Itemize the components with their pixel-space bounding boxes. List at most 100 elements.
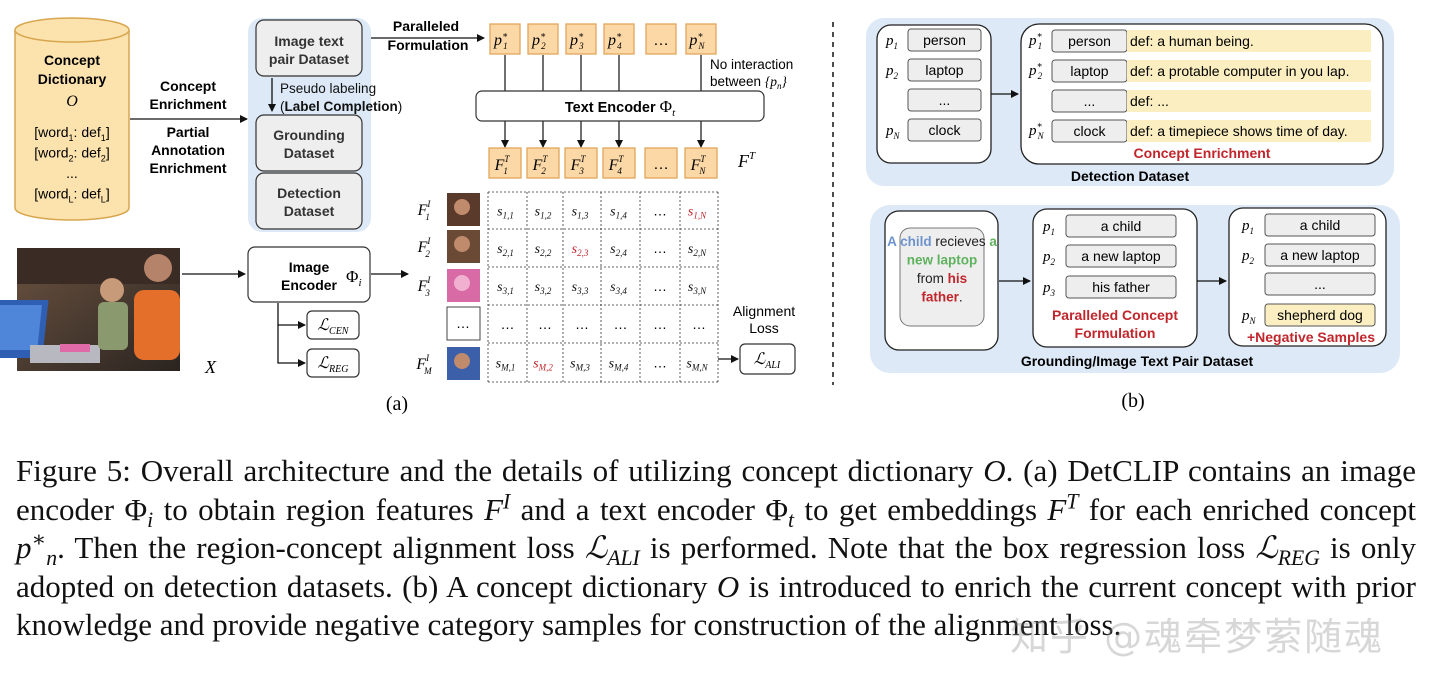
matrix-cell: s2,2 [535,242,552,258]
prompt-label: p∗4 [607,30,622,51]
matrix-cell: s1,4 [610,205,627,221]
x-label: X [204,357,217,377]
loss-cen-box: ℒCEN [306,310,360,340]
concept-pill-label: person [1068,33,1111,49]
matrix-cell: … [653,355,667,371]
paralleled-concept-red-1: Paralleled Concept [1052,307,1178,323]
svg-text:Φi: Φi [346,267,362,289]
concept-p-label: p2 [1241,248,1255,266]
detection-dataset-title: Detection Dataset [1071,168,1190,184]
dict-title-2: Dictionary [38,71,107,87]
dict-entry: [wordL: defL] [34,186,109,205]
paralleled-label-2: Formulation [388,37,469,53]
dict-entry: [word2: def2] [34,145,109,164]
matrix-cell: … [653,316,667,332]
concept-p-label: p1 [1042,219,1055,237]
definition-text: def: a timepiece shows time of day. [1130,123,1348,139]
matrix-cell: s1,N [688,205,707,221]
concept-pill-label: a new laptop [1081,248,1161,264]
definition-box [1127,90,1371,112]
thumbnail-detail [454,275,470,291]
svg-text:Encoder: Encoder [281,277,338,293]
prompt-label: p∗2 [531,30,546,51]
matrix-cell: s2,1 [497,242,514,258]
caption-line: father. [921,290,962,305]
no-interaction-label-2: between {pn} [710,74,787,91]
definition-text: def: ... [1130,93,1169,109]
matrix-cell: s1,3 [572,205,589,221]
caption-line: new laptop [907,253,978,268]
definition-box [1127,120,1371,142]
matrix-cell: s1,2 [535,205,552,221]
matrix-cell: … [501,316,515,332]
prompt-box [489,23,521,55]
concept-p-label: pN [1241,308,1257,326]
image-text-pair-box: Image text pair Dataset [255,19,363,77]
matrix-cell: s1,1 [497,205,514,221]
detection-dataset-box: Detection Dataset [255,172,363,230]
partial-annotation-label-1: Partial [167,124,210,140]
concept-pill-label: clock [1074,123,1107,139]
concept-pill [907,118,982,142]
dict-entry: [word1: def1] [34,124,109,143]
concept-pill [907,58,982,82]
concept-pill [907,28,982,52]
concept-pill [907,88,982,112]
paralleled-label-1: Paralleled [393,18,459,34]
definition-box [1127,60,1371,82]
no-interaction-label-1: No interaction [710,57,793,72]
embedding-box [526,147,560,179]
concept-p-label: p2 [1042,249,1056,267]
concept-enrichment-label-2: Enrichment [149,96,226,112]
concept-pill-label: a child [1101,218,1141,234]
svg-text:Image text: Image text [274,33,344,49]
concept-pill-label: clock [929,122,962,138]
matrix-cell: … [575,316,589,332]
matrix-cell: s3,N [688,280,707,296]
prompt-label: p∗3 [569,30,584,51]
alignment-loss-label-1: Alignment [733,303,795,319]
pseudo-labeling-label: Pseudo labeling [280,81,376,96]
region-ellipsis: … [456,315,470,331]
grounding-dataset-box: Grounding Dataset [255,114,363,172]
dict-title-1: Concept [44,52,100,68]
text-encoder-box: Text Encoder Φt [475,90,765,122]
concept-pill [1065,244,1177,268]
concept-p-label: p1 [885,33,898,51]
matrix-cell: s3,1 [497,280,514,296]
concept-p-label: p1 [1241,218,1254,236]
svg-text:Text Encoder Φt: Text Encoder Φt [565,97,676,119]
embedding-box [564,147,598,179]
embedding-box [684,147,718,179]
matrix-cell: sM,N [686,357,708,373]
prompt-box [565,23,597,55]
input-image [0,248,180,371]
label-completion-label: (Label Completion) [280,99,402,114]
ft-label: FT [737,150,756,171]
embedding-label: … [653,156,669,173]
negative-samples-red: +Negative Samples [1247,329,1375,345]
partial-annotation-label-3: Enrichment [149,160,226,176]
concept-pill-label: shepherd dog [1277,307,1363,323]
prompt-box [645,23,677,55]
concept-enrichment-red: Concept Enrichment [1134,145,1271,161]
embedding-box [602,147,636,179]
concept-pill [1264,213,1376,237]
matrix-cell: sM,4 [609,357,629,373]
prompt-box [685,23,717,55]
matrix-cell: … [653,203,667,219]
thumbnail-detail [454,199,470,215]
paralleled-concept-red-2: Formulation [1075,325,1156,341]
concept-p-label: p3 [1042,280,1056,298]
sublabel-a: (a) [386,393,408,415]
embedding-box [488,147,522,179]
concept-p-label: pN [885,123,901,141]
definition-text: def: a human being. [1130,33,1254,49]
